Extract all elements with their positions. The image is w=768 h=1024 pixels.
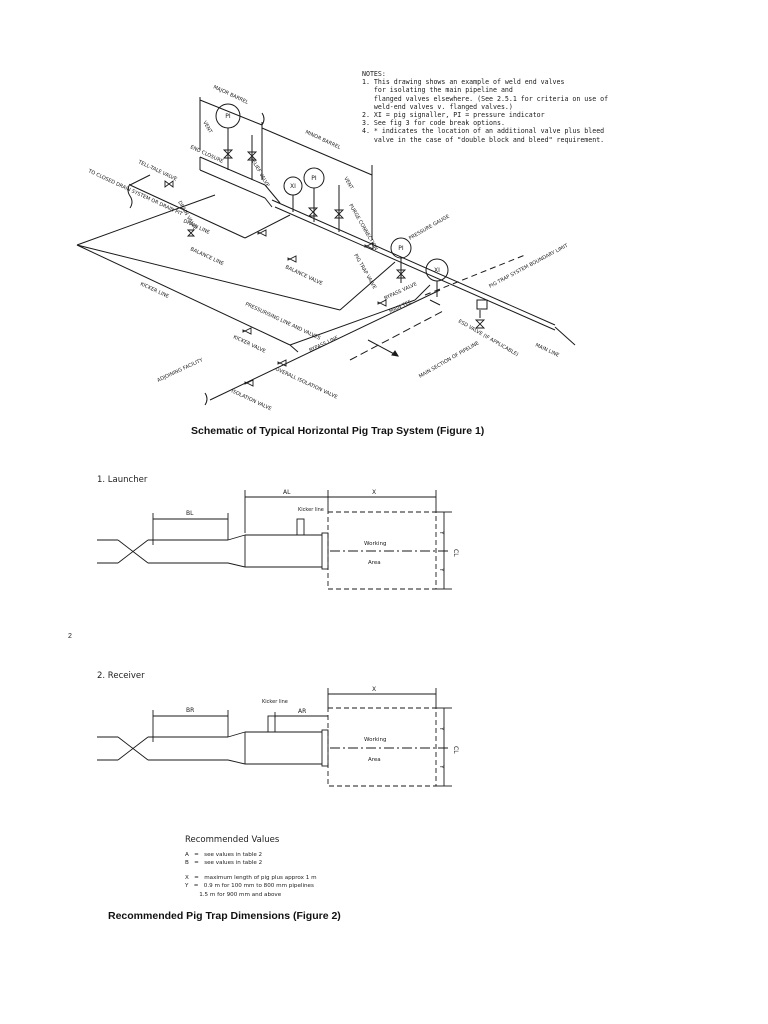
minor-barrel <box>271 199 556 331</box>
note-line: 3. See fig 3 for code break options. <box>362 119 505 128</box>
kicker-line <box>76 244 416 346</box>
note-line: 2. XI = pig signaller, PI = pressure ind… <box>362 111 545 120</box>
recommended-row: B = see values in table 2 <box>185 860 263 867</box>
receiver-area-label: Area <box>368 757 381 763</box>
receiver-kicker-label: Kicker line <box>262 699 288 705</box>
note-line: valve in the case of "double block and b… <box>362 135 605 144</box>
figure1-notes: NOTES: 1. This drawing shows an example … <box>362 70 612 144</box>
pi-gauge-2 <box>303 167 325 189</box>
launcher-b-label: BL <box>186 510 194 517</box>
note-line: for isolating the main pipeline and <box>362 86 513 95</box>
pi-gauge-3 <box>390 237 412 259</box>
receiver-x-label: X <box>372 686 376 693</box>
receiver-working-label: Working <box>364 737 386 743</box>
xi-gauge-1 <box>283 176 303 196</box>
receiver-title: 2. Receiver <box>97 671 145 681</box>
recommended-row: 1.5 m for 900 mm and above <box>185 891 282 898</box>
major-barrel <box>199 156 281 208</box>
recommended-title: Recommended Values <box>185 835 280 845</box>
gauge-text-xi-2: XI <box>434 267 440 274</box>
receiver-b-label: BR <box>186 707 194 714</box>
launcher-kicker-label: Kicker line <box>298 507 324 513</box>
esd-box <box>476 299 488 310</box>
recommended-row: A = see values in table 2 <box>185 851 263 858</box>
launcher-a-label: AL <box>283 489 291 496</box>
receiver-diagram <box>97 688 452 787</box>
launcher-diagram <box>97 490 452 590</box>
recommended-row: X = maximum length of pig plus approx 1 … <box>185 874 317 881</box>
launcher-title: 1. Launcher <box>97 475 148 485</box>
valves <box>164 149 486 387</box>
page-number: 2 <box>68 633 72 640</box>
note-line: 1. This drawing shows an example of weld… <box>362 78 565 87</box>
figure2-caption: Recommended Pig Trap Dimensions (Figure … <box>108 910 341 922</box>
launcher-cl: CL <box>452 549 459 557</box>
gauge-text-pi-2: PI <box>311 175 317 182</box>
gauge-text-pi-3: PI <box>398 245 404 252</box>
recommended-values: Recommended Values A = see values in tab… <box>185 836 425 900</box>
launcher-working-label: Working <box>364 541 386 547</box>
receiver-cl: CL <box>452 746 459 754</box>
xi-gauge-2 <box>425 258 449 282</box>
launcher-x-label: X <box>372 489 376 496</box>
gauge-text-xi-1: XI <box>290 183 296 190</box>
receiver-a-label: AR <box>298 708 306 715</box>
balance-line <box>76 194 396 311</box>
launcher-area-label: Area <box>368 560 381 566</box>
note-line: flanged valves elsewhere. (See 2.5.1 for… <box>362 94 609 103</box>
launcher-y1: Y <box>438 530 445 535</box>
main-line-pipe <box>554 326 576 346</box>
receiver-y1: Y <box>438 726 445 731</box>
boundary-dashed <box>424 254 526 296</box>
note-line: weld-end valves v. flanged valves.) <box>362 102 513 111</box>
gauge-text-pi-1: PI <box>225 113 231 120</box>
pi-gauge-1 <box>215 103 241 129</box>
bypass-line <box>209 284 441 401</box>
recommended-row: Y = 0.9 m for 100 mm to 800 mm pipelines <box>185 883 314 890</box>
note-line: 4. * indicates the location of an additi… <box>362 127 605 136</box>
main-section-dashed <box>349 309 446 361</box>
drain-line <box>129 174 291 239</box>
figure1-caption: Schematic of Typical Horizontal Pig Trap… <box>191 425 485 437</box>
notes-title: NOTES: <box>362 70 386 78</box>
launcher-y2: Y <box>438 567 445 572</box>
receiver-y2: Y <box>438 764 445 769</box>
